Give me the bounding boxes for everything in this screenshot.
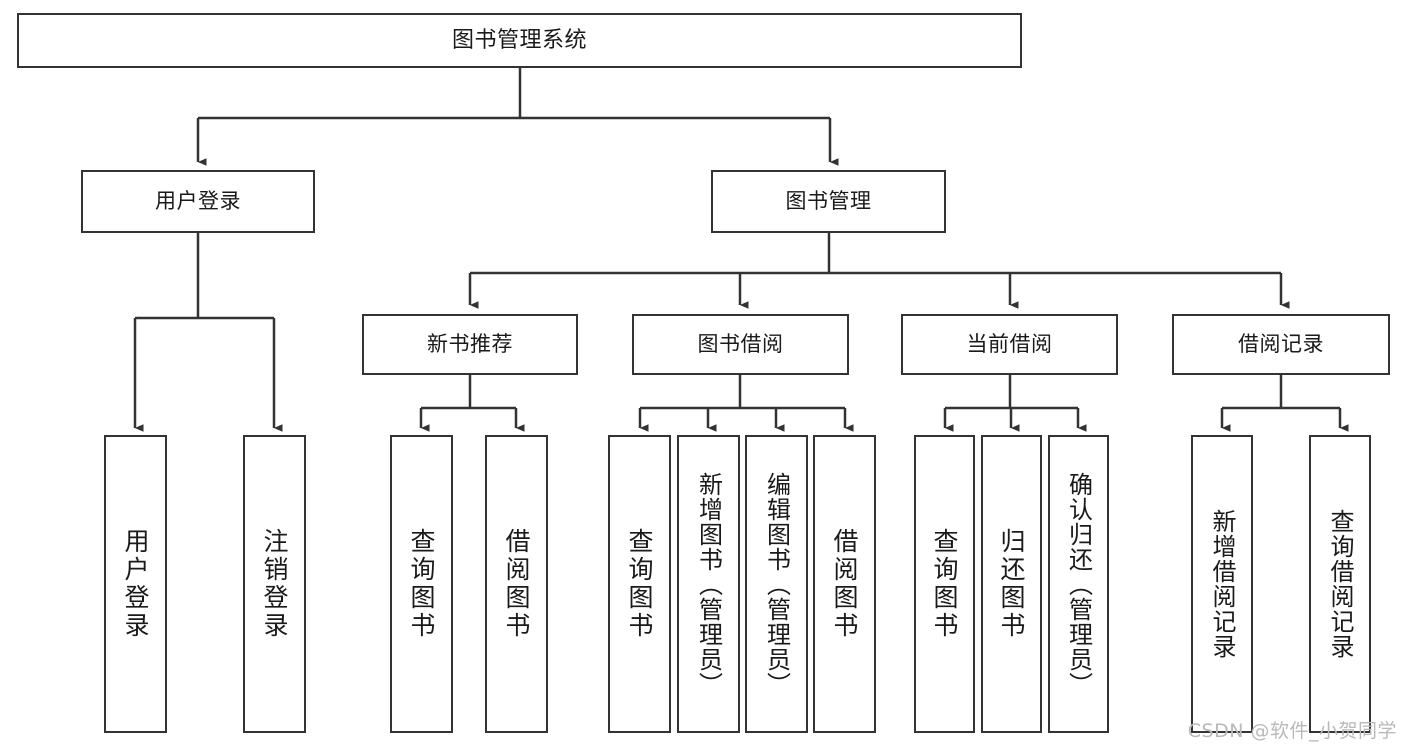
node-borrow-record[interactable]: 借阅记录	[1172, 314, 1390, 375]
leaf-new-book-query-book[interactable]: 查询图书	[390, 435, 453, 733]
leaf-current-borrow-query-book[interactable]: 查询图书	[914, 435, 975, 733]
node-label: 查询图书	[407, 528, 436, 640]
node-label: 新书推荐	[427, 332, 513, 357]
leaf-current-borrow-confirm-return-admin[interactable]: 确认归还（管理员）	[1048, 435, 1109, 733]
node-user-login[interactable]: 用户登录	[81, 170, 315, 233]
node-label: 借阅记录	[1238, 332, 1324, 357]
node-label: 查询借阅记录	[1326, 509, 1354, 659]
node-label: 图书管理	[785, 189, 872, 214]
node-label: 编辑图书（管理员）	[762, 471, 791, 697]
leaf-book-borrow-add-book-admin[interactable]: 新增图书（管理员）	[677, 435, 740, 733]
node-book-borrow[interactable]: 图书借阅	[632, 314, 849, 375]
leaf-book-borrow-query-book[interactable]: 查询图书	[608, 435, 671, 733]
node-new-book-recommend[interactable]: 新书推荐	[362, 314, 578, 375]
node-label: 查询图书	[930, 528, 959, 640]
node-label: 图书借阅	[697, 332, 784, 357]
node-label: 注销登录	[260, 528, 289, 640]
node-label: 查询图书	[625, 528, 654, 640]
leaf-user-login-login[interactable]: 用户登录	[104, 435, 167, 733]
leaf-borrow-record-query-record[interactable]: 查询借阅记录	[1309, 435, 1371, 733]
node-current-borrow[interactable]: 当前借阅	[901, 314, 1118, 375]
node-label: 归还图书	[997, 528, 1026, 640]
csdn-watermark: CSDN @软件_小贺同学	[1187, 720, 1397, 742]
leaf-new-book-borrow-book[interactable]: 借阅图书	[485, 435, 548, 733]
node-label: 新增图书（管理员）	[694, 471, 723, 697]
node-label: 用户登录	[155, 189, 241, 214]
node-book-management[interactable]: 图书管理	[711, 170, 946, 233]
leaf-borrow-record-add-record[interactable]: 新增借阅记录	[1191, 435, 1253, 733]
node-label: 当前借阅	[966, 332, 1053, 357]
leaf-user-login-logout[interactable]: 注销登录	[243, 435, 306, 733]
leaf-book-borrow-borrow-book[interactable]: 借阅图书	[813, 435, 876, 733]
node-label: 用户登录	[121, 528, 150, 640]
node-label: 新增借阅记录	[1208, 509, 1236, 659]
leaf-current-borrow-return-book[interactable]: 归还图书	[981, 435, 1042, 733]
node-label: 图书管理系统	[451, 27, 587, 53]
node-label: 借阅图书	[502, 528, 531, 640]
leaf-book-borrow-edit-book-admin[interactable]: 编辑图书（管理员）	[745, 435, 808, 733]
node-root-book-management-system[interactable]: 图书管理系统	[17, 13, 1022, 68]
node-label: 确认归还（管理员）	[1064, 471, 1093, 697]
node-label: 借阅图书	[830, 528, 859, 640]
